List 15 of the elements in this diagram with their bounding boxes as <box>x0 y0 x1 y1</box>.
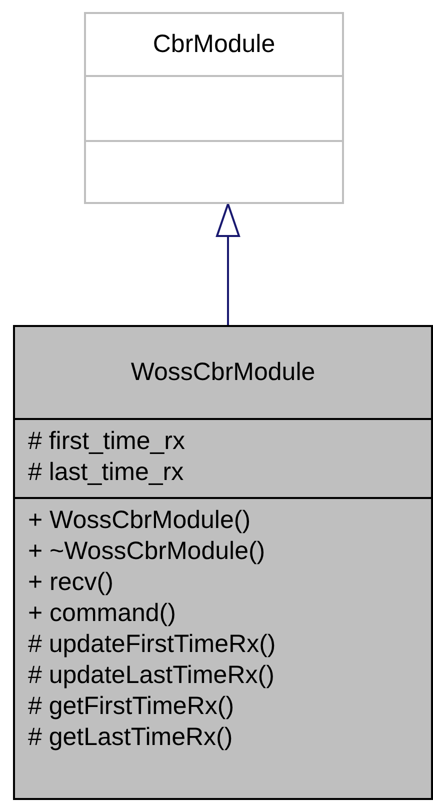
class-attribute: # first_time_rx <box>28 426 186 457</box>
class-name: WossCbrModule <box>130 357 316 388</box>
class-method: # updateFirstTimeRx() <box>28 629 277 660</box>
class-method: + WossCbrModule() <box>28 505 252 536</box>
class-attribute: # last_time_rx <box>28 457 185 488</box>
class-method: + ~WossCbrModule() <box>28 536 266 567</box>
class-method: + recv() <box>28 567 114 598</box>
inheritance-arrow <box>216 203 240 325</box>
class-method: # getLastTimeRx() <box>28 722 234 753</box>
class-method: # updateLastTimeRx() <box>28 660 276 691</box>
class-name: CbrModule <box>152 29 276 60</box>
class-box <box>13 325 433 800</box>
class-method: + command() <box>28 598 177 629</box>
class-box <box>84 12 344 204</box>
class-method: # getFirstTimeRx() <box>28 691 236 722</box>
